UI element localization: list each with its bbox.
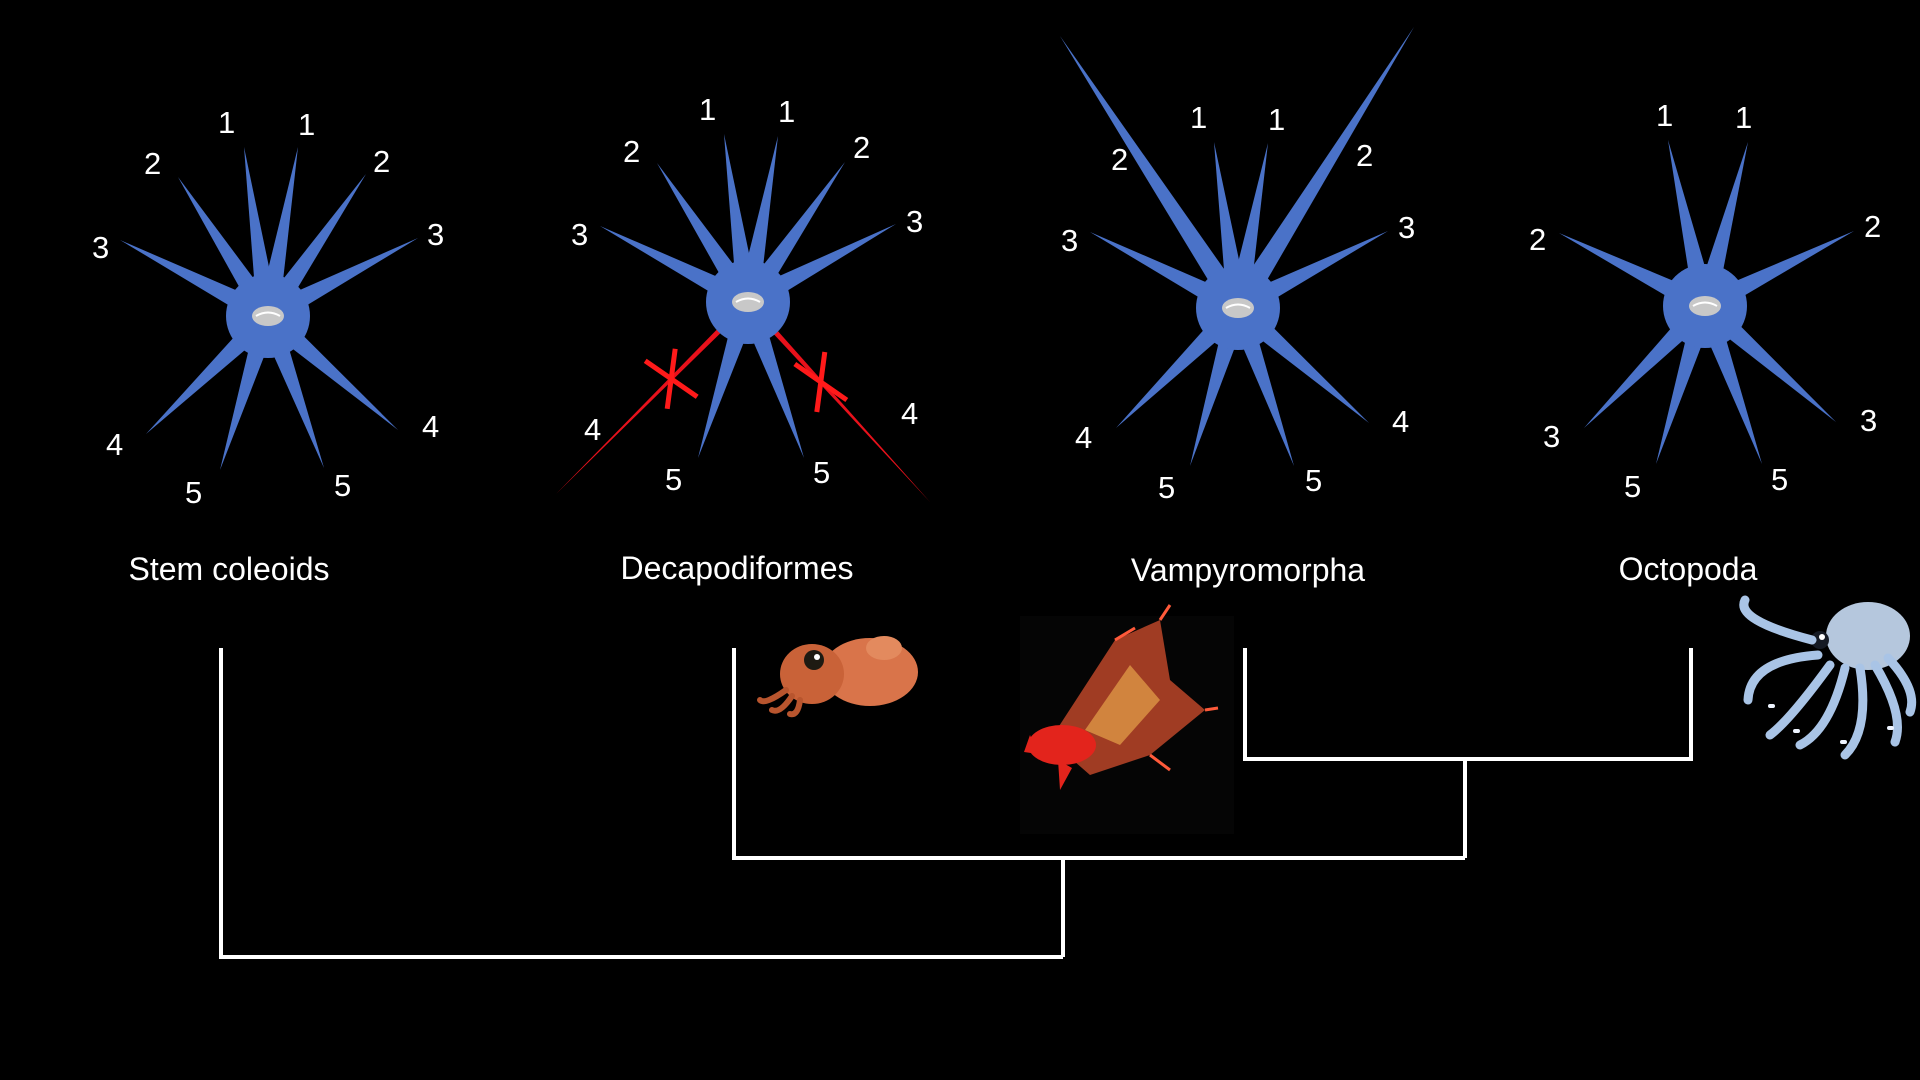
mouth-icon [1222, 298, 1254, 318]
vampire-squid-web-inner [1085, 665, 1160, 745]
vampire-squid-body [1028, 725, 1096, 765]
vampyromorpha-arm-diagram: 1 1 2 2 3 3 4 4 5 5 Vampyromorpha [1060, 27, 1415, 588]
arm-label-2-left: 2 [144, 146, 161, 181]
loss-cross-icon [793, 351, 849, 413]
arm-label-3-right: 3 [1398, 210, 1415, 245]
arm-label-3-right: 3 [427, 217, 444, 252]
arm-label-5-left: 5 [1158, 470, 1175, 505]
arm-label-2-right: 2 [373, 144, 390, 179]
group-label-vampyromorpha: Vampyromorpha [1131, 552, 1365, 588]
vampire-squid-arm-tips [1114, 604, 1219, 772]
arm-label-2-left: 2 [1111, 142, 1128, 177]
beak-icon [735, 297, 761, 303]
vampire-squid-fins [1024, 735, 1072, 790]
group-label-octopoda: Octopoda [1619, 551, 1758, 587]
arm-label-1-left: 1 [218, 105, 235, 140]
arm-label-2-right: 2 [1356, 138, 1373, 173]
arm-label-4-right: 4 [422, 409, 439, 444]
stem-coleoids-arm-diagram: 1 1 2 2 3 3 4 4 5 5 Stem coleoids [92, 105, 444, 587]
squid-head [780, 644, 844, 704]
arm-label-5-right: 5 [1305, 463, 1322, 498]
phylogenetic-tree [219, 648, 1693, 959]
arm-4-right-lost-line [745, 299, 930, 502]
bobtail-squid-photo [757, 636, 918, 718]
arm-label-3-right: 3 [1860, 403, 1877, 438]
arm-2-left [1060, 36, 1248, 315]
arm-label-2-right: 2 [853, 130, 870, 165]
arm-label-5-right: 5 [334, 468, 351, 503]
tree-branch-decapodiformes [732, 648, 1465, 860]
mouth-icon [732, 292, 764, 312]
squid-eye-highlight [814, 654, 820, 660]
octopus-suckers [1768, 704, 1894, 744]
arm-4-left-lost-line [556, 299, 751, 494]
squid-arms [757, 687, 803, 718]
mouth-icon [252, 306, 284, 326]
tree-branch-stem-coleoids [219, 648, 1063, 959]
arm-2-right [1228, 27, 1414, 314]
octopus-mantle [1826, 602, 1910, 670]
arm-label-3-left: 3 [92, 230, 109, 265]
arm-label-2-right: 2 [1864, 209, 1881, 244]
vampire-squid-photo [1020, 604, 1234, 834]
arm-label-5-right: 5 [813, 455, 830, 490]
arm-label-5-right: 5 [1771, 462, 1788, 497]
arm-label-3-right: 3 [906, 204, 923, 239]
arm-label-1-right: 1 [1268, 102, 1285, 137]
tree-branch-vampyromorpha [1243, 648, 1693, 761]
octopus-photo [1739, 595, 1917, 760]
group-label-stem-coleoids: Stem coleoids [129, 551, 330, 587]
arm-label-2-left: 2 [1529, 222, 1546, 257]
arm-label-1-left: 1 [1656, 98, 1673, 133]
arm-label-4-left: 4 [1075, 420, 1092, 455]
octopoda-arm-diagram: 1 1 2 2 3 3 5 5 Octopoda [1529, 98, 1881, 587]
decapodiformes-arm-diagram: 1 1 2 2 3 3 4 4 5 5 Decapodiformes [556, 92, 930, 586]
octopus-arms [1739, 595, 1917, 760]
arm-label-1-right: 1 [778, 94, 795, 129]
arm-label-4-right: 4 [1392, 404, 1409, 439]
mouth-icon [1689, 296, 1721, 316]
octopus-eye-highlight [1819, 634, 1825, 640]
arm-label-5-left: 5 [185, 475, 202, 510]
arm-label-3-left: 3 [1543, 419, 1560, 454]
beak-icon [1225, 303, 1251, 309]
arm-label-5-left: 5 [665, 462, 682, 497]
arm-label-4-left: 4 [106, 427, 123, 462]
beak-icon [1692, 301, 1718, 307]
arm-label-2-left: 2 [623, 134, 640, 169]
arm-label-5-left: 5 [1624, 469, 1641, 504]
beak-icon [255, 311, 281, 317]
arm-label-1-left: 1 [1190, 100, 1207, 135]
arm-label-4-right: 4 [901, 396, 918, 431]
group-label-decapodiformes: Decapodiformes [621, 550, 854, 586]
squid-fin [866, 636, 902, 660]
arm-label-3-left: 3 [1061, 223, 1078, 258]
loss-cross-icon [643, 348, 699, 410]
arm-label-1-right: 1 [1735, 100, 1752, 135]
arm-label-1-right: 1 [298, 107, 315, 142]
squid-eye [804, 650, 824, 670]
arm-label-1-left: 1 [699, 92, 716, 127]
arm-label-3-left: 3 [571, 217, 588, 252]
arm-label-4-left: 4 [584, 412, 601, 447]
